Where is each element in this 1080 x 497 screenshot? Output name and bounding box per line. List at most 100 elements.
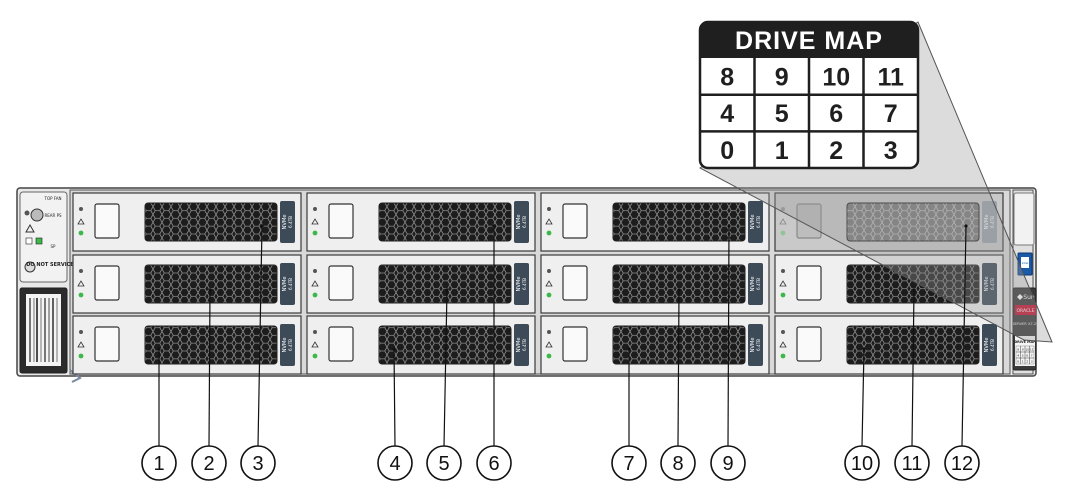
drive-ok-led	[546, 230, 552, 236]
callout-number: 1	[153, 453, 164, 475]
capacity-label: 6.4TB	[756, 278, 761, 290]
nvme-label: NVMe	[516, 276, 522, 291]
mini-map-cell: 4	[1017, 354, 1019, 358]
capacity-label: 6.4TB	[522, 339, 527, 351]
drive-release-latch[interactable]	[796, 265, 822, 301]
mini-map-cell: 7	[1031, 354, 1033, 358]
drive-release-latch[interactable]	[796, 326, 822, 362]
callout-dot	[677, 288, 681, 292]
drive-fault-icon	[779, 218, 787, 225]
drive-ok-led	[780, 353, 786, 359]
callout-dot	[157, 347, 161, 351]
callout-circle	[660, 445, 696, 481]
callout-leader	[861, 348, 865, 447]
nvme-label: NVMe	[282, 276, 288, 291]
callout-number: 9	[722, 453, 733, 475]
drive-fault-icon	[77, 341, 85, 348]
callout-circle	[240, 445, 276, 481]
capacity-label: 6.4TB	[288, 278, 293, 290]
drive-service-led	[547, 207, 551, 211]
drive-map-cell: 1	[775, 137, 789, 165]
drive-service-led	[781, 330, 785, 334]
mini-map-title: DRIVE MAP	[1014, 340, 1036, 344]
model-label: SERVER X7-2L	[1013, 322, 1039, 326]
drive-release-latch[interactable]	[562, 203, 588, 239]
drive-release-latch[interactable]	[328, 265, 354, 301]
callout-dot	[627, 347, 631, 351]
callout-circle	[191, 445, 227, 481]
drive-fault-icon	[77, 280, 85, 287]
drive-release-latch[interactable]	[94, 326, 120, 362]
callout-dot	[445, 288, 449, 292]
drive-ok-led	[546, 292, 552, 298]
capacity-label: 6.4TB	[990, 216, 995, 228]
drive-grille	[846, 264, 980, 304]
drive-release-latch[interactable]	[328, 203, 354, 239]
mini-map-cell-border	[1029, 357, 1035, 365]
drive-release-latch[interactable]	[94, 203, 120, 239]
callout-circle	[844, 445, 880, 481]
callout-dot	[862, 347, 866, 351]
left-serial-tab[interactable]	[19, 287, 68, 374]
drive-map-cell: 2	[829, 137, 843, 165]
callout-leader	[208, 289, 211, 447]
drive-release-latch[interactable]	[562, 265, 588, 301]
drive-grille	[612, 202, 746, 242]
locator-led	[24, 210, 30, 216]
top-fan-label: TOP FAN	[44, 196, 62, 201]
drive-map-cell: 4	[720, 100, 734, 128]
usb-port[interactable]	[24, 261, 36, 273]
callout-circle	[710, 445, 746, 481]
callout-dot	[392, 347, 396, 351]
nvme-badge	[280, 263, 295, 305]
sp-label: SP	[51, 244, 57, 249]
drive-release-latch[interactable]	[94, 265, 120, 301]
drive-release-latch[interactable]	[328, 326, 354, 362]
drive-service-led	[313, 330, 317, 334]
capacity-label: 6.4TB	[522, 216, 527, 228]
drive-release-latch[interactable]	[562, 326, 588, 362]
nvme-badge	[280, 201, 295, 243]
mini-map-cell: 5	[1022, 354, 1024, 358]
power-button[interactable]	[30, 208, 44, 222]
callout-number: 10	[851, 453, 873, 475]
drive-fault-icon	[545, 341, 553, 348]
callout-number: 11	[902, 453, 923, 475]
callout-number: 12	[951, 453, 973, 475]
drive-ok-led	[312, 230, 318, 236]
mini-map-cell: 6	[1026, 354, 1028, 358]
callout-leader	[961, 225, 967, 447]
callout-leader	[727, 225, 730, 447]
drive-service-led	[79, 330, 83, 334]
capacity-label: 6.4TB	[288, 339, 293, 351]
callout-dot	[964, 224, 968, 228]
drive-fault-icon	[545, 280, 553, 287]
mini-map-cell: 3	[1031, 360, 1033, 364]
drive-grille	[144, 202, 278, 242]
callout-dot	[492, 224, 496, 228]
callout-number: 2	[203, 453, 214, 475]
nvme-badge	[748, 324, 763, 366]
drive-fault-icon	[311, 280, 319, 287]
nvme-label: NVMe	[750, 337, 756, 352]
sun-brand-label: Sun	[1023, 294, 1035, 301]
nvme-badge	[982, 324, 997, 366]
mini-map-cell: 9	[1022, 348, 1024, 352]
drive-service-led	[313, 269, 317, 273]
callout-number: 7	[623, 453, 634, 475]
rear-ps-label: REAR PS	[44, 213, 62, 218]
do-not-service-label: DO NOT SERVICE	[26, 262, 74, 268]
